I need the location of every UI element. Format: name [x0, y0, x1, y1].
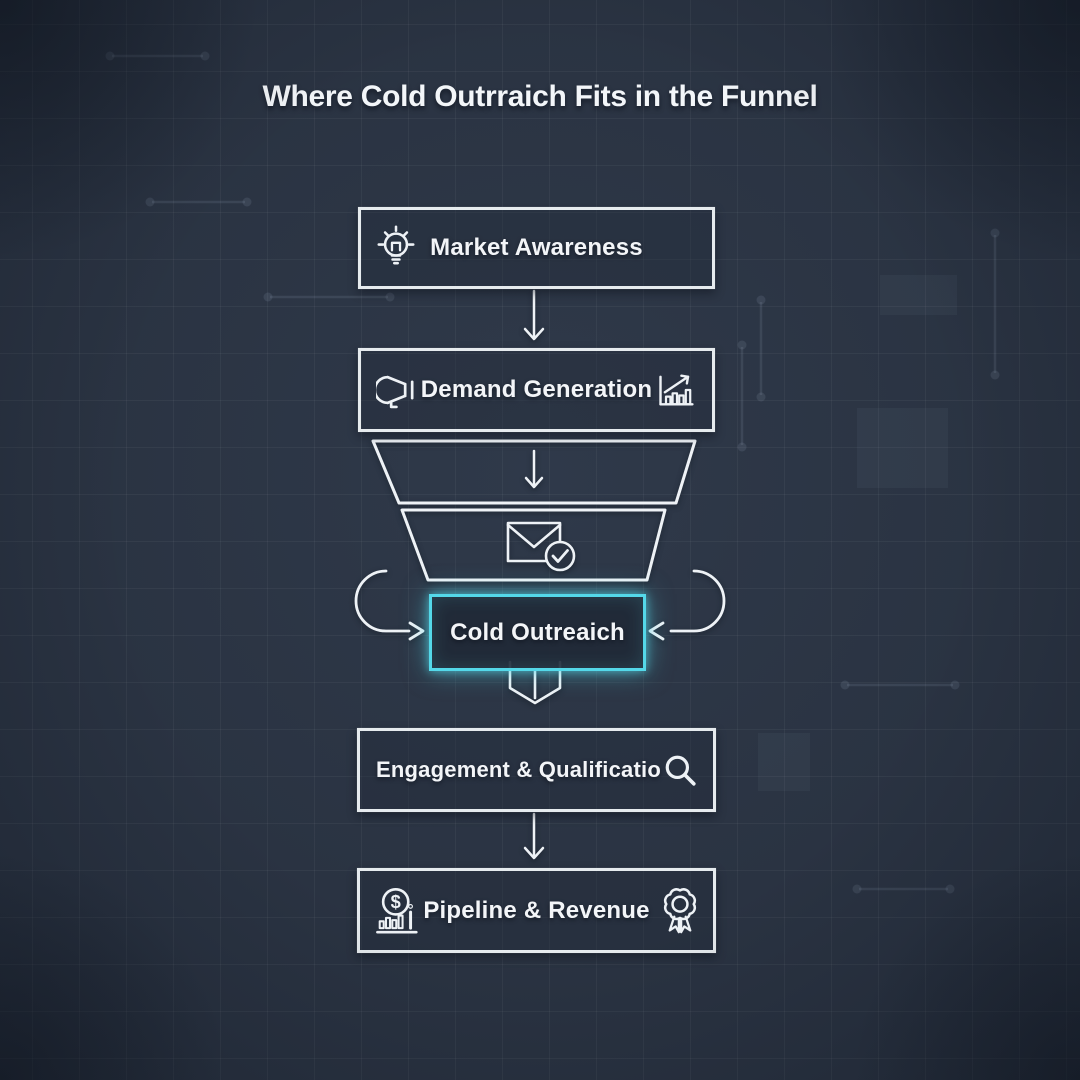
down-arrow-icon [523, 289, 545, 341]
stage-pipeline-revenue: $ Pipeline & Revenue [357, 868, 716, 953]
growth-chart-icon [659, 374, 694, 406]
svg-text:$: $ [391, 891, 401, 912]
stage-demand-generation: Demand Generation [358, 348, 715, 432]
award-ribbon-icon [663, 887, 697, 933]
stage-label: Market Awareness [430, 234, 643, 261]
stage-cold-outreach: Cold Outreaich [429, 594, 646, 671]
megaphone-icon [376, 375, 414, 409]
down-arrow-icon [524, 449, 544, 489]
stage-engagement-qualification: Engagement & Qualificatio [357, 728, 716, 812]
page-title: Where Cold Outrraich Fits in the Funnel [262, 80, 818, 113]
lightbulb-idea-icon [377, 225, 415, 265]
stage-label: Cold Outreaich [450, 618, 625, 646]
stage-label: Engagement & Qualificatio [376, 757, 661, 782]
stage-label: Pipeline & Revenue [423, 896, 650, 924]
stage-label: Demand Generation [420, 376, 653, 403]
email-check-icon [506, 521, 576, 572]
loop-arrow-left-icon [354, 569, 425, 641]
stage-market-awareness: Market Awareness [358, 207, 715, 289]
magnifier-icon [665, 755, 696, 786]
loop-arrow-right-icon [648, 569, 726, 641]
down-arrow-icon [523, 812, 545, 860]
dollar-chart-icon: $ [376, 887, 418, 933]
